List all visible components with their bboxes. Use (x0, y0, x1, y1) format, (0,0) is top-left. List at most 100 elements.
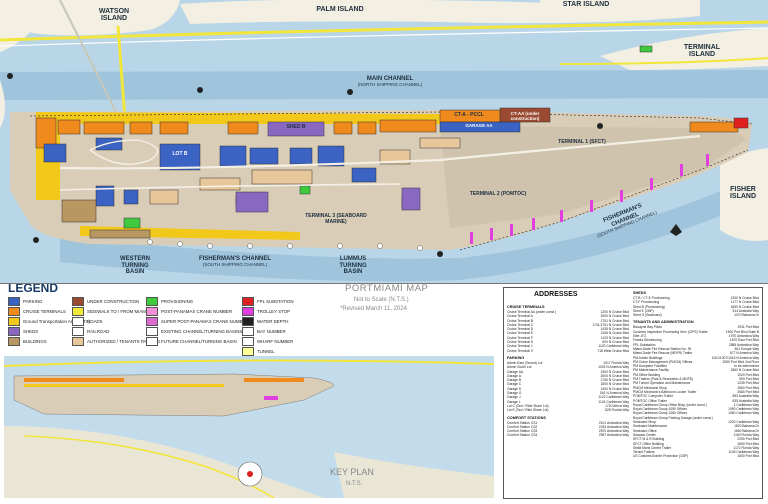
address-name: Cruise Terminal E (507, 331, 533, 336)
legend-swatch (72, 297, 84, 306)
address-name: Garage D (507, 386, 522, 391)
tenant-row: PM Crane Management (PMCM) Offices 2050 P… (633, 360, 759, 364)
address-value: 2315 Antarctica Way (598, 424, 629, 429)
legend-swatch (242, 337, 254, 346)
address-value: 2885 Antarctica Way (728, 342, 759, 347)
address-value: 1750 N Cruise Blvd (600, 378, 629, 383)
legend-swatch (242, 327, 254, 336)
garage-aa-label: GARAGE AA (465, 123, 493, 128)
address-value: 853 Australia Way (732, 394, 759, 399)
tenant-row: Royal Caribbean Group Parking Garage (un… (633, 416, 759, 420)
address-value: 718 West Cruise Blvd (597, 348, 629, 353)
tenant-row: US Customs Border Protection (CBP)1500 P… (633, 454, 759, 458)
address-name: Comfort Station CS2 (507, 424, 538, 429)
addresses-panel: ADDRESSES CRUISE TERMINALS Cruise Termin… (503, 287, 763, 499)
legend-swatch (72, 307, 84, 316)
address-name: Eller-ITO (633, 334, 647, 339)
legend-swatch (146, 327, 158, 336)
star-island-label: STAR ISLAND (562, 1, 610, 8)
tenant-row: Customs Inspection Processing Serv (CIPS… (633, 330, 759, 334)
fishermans-channel-water (60, 170, 768, 282)
address-name: Seacast Center (633, 432, 656, 437)
address-value: 1650 N Cruise Blvd (730, 304, 759, 309)
west-land (0, 80, 5, 128)
address-name: Customs Inspection Processing Serv (CIPS… (633, 329, 708, 334)
legend-item: PROVISIONING (146, 297, 193, 306)
address-name: Lot E (Taxi / Ride Share Lot) (507, 408, 549, 413)
address-value: 2050 Port Blvd 2nd Floor (722, 359, 759, 364)
address-name: Seaboard Shop (633, 420, 656, 425)
fisher-island-label: FISHER ISLAND (729, 186, 757, 201)
address-value: 1470 Bahama Dr (734, 313, 759, 318)
port-map[interactable] (0, 0, 768, 284)
address-name: Cruise Terminal AA (under const.) (507, 310, 557, 314)
address-value: 825 Florida Way (605, 408, 629, 413)
address-value: 841 Europe Way (734, 346, 759, 351)
legend-swatch (72, 337, 84, 346)
address-name: PM Admin Buildings (633, 355, 663, 360)
legend-label: POST-PANAMAX CRANE NUMBER (161, 309, 233, 314)
comfort-section-title: COMFORT STATIONS (507, 415, 546, 420)
legend-item: TUNNEL (242, 347, 275, 356)
terminal-island-label: TERMINAL ISLAND (683, 44, 721, 59)
address-value: 1870 East Port Blvd (729, 338, 759, 343)
address-name: Seaboard Office (633, 428, 657, 433)
lot-b-label: LOT B (172, 151, 188, 157)
shed-row: Shed G (Seaboard)1470 Bahama Dr (633, 313, 759, 317)
address-value: 877 N America Way (729, 351, 759, 356)
address-name: PM Office Building (633, 372, 661, 377)
address-value: 2997 Antarctica Way (598, 433, 629, 438)
address-name: PM Dumpster Facilities (633, 364, 667, 369)
parking-row: Lot E (Taxi / Ride Share Lot) 825 Florida… (507, 408, 629, 412)
revision-note: *Revised March 11, 2024 (340, 306, 407, 312)
legend-label: WATER DEPTH (257, 319, 289, 324)
legend-label: PARKING (23, 299, 43, 304)
address-name: POMTOC Computer Trailer (633, 394, 673, 399)
gta-strip-north (36, 112, 440, 124)
address-name: Royal Caribbean Group Office Bldg. (unde… (633, 402, 707, 407)
legend-item: POST-PANAMAX CRANE NUMBER (146, 307, 232, 316)
address-value: 2650 Port Blvd (737, 441, 759, 446)
address-value: 1177 N Cruise Blvd (730, 300, 759, 305)
parking-row: Lot C (Taxi / Ride Share Lot)1720 Africa… (507, 404, 629, 408)
cruise-section-title: CRUISE TERMINALS (507, 305, 545, 309)
address-value: 2000 N Cruise Blvd (600, 314, 629, 319)
address-name: PM Crane Management (PMCM) Offices (633, 359, 693, 364)
legend-item: BAY NUMBER (242, 327, 286, 336)
address-name: Royal Caribbean Group Parking Garage (un… (633, 415, 713, 420)
legend-label: FUTURE CHANNEL/TURNING BASIN (161, 339, 237, 344)
legend-swatch (8, 297, 20, 306)
terminal-yard (440, 126, 746, 228)
legend-swatch (242, 317, 254, 326)
legend-item: ROADS (72, 317, 103, 326)
legend-item: BUILDINGS (8, 337, 47, 346)
legend-item: TROLLEY STOP (242, 307, 290, 316)
address-value: 2290 Port Blvd (737, 437, 759, 442)
address-name: Biscayne Bay Pilots (633, 325, 662, 330)
address-value: 1020 Port Blvd (737, 372, 759, 377)
western-turning-basin-label: WESTERN TURNING BASIN (120, 256, 150, 276)
address-name: CT-B / CT-E Provisioning (633, 296, 670, 300)
key-plan-map[interactable] (4, 356, 494, 498)
legend-item: PARKING (8, 297, 42, 306)
address-name: Cruise Terminal C (507, 322, 534, 327)
legend-item: AUTHORIZED / TENANTS PARKING (72, 337, 160, 346)
main-channel-water (0, 70, 768, 100)
address-value: 1200 N Cruise Blvd (600, 310, 629, 314)
